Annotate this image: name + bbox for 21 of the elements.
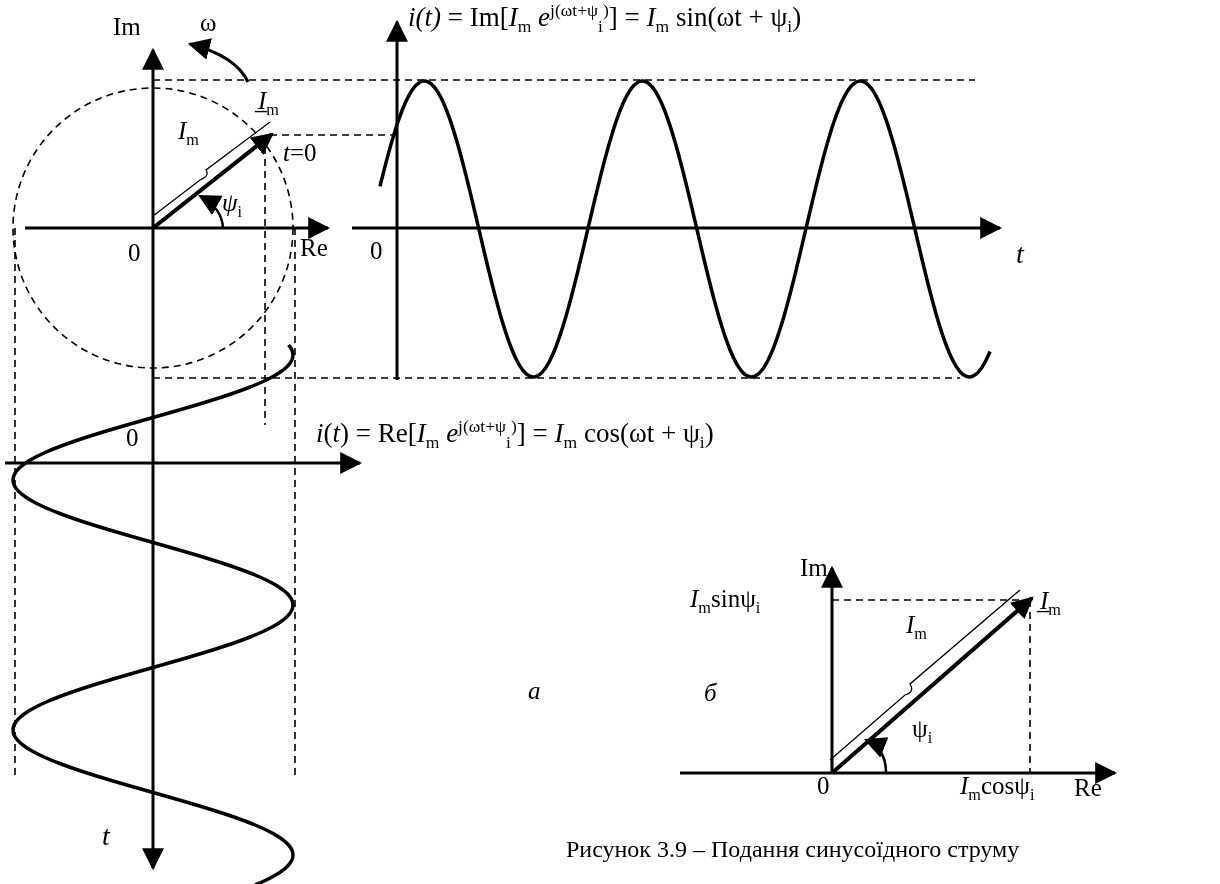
- axis-label: б: [704, 680, 717, 705]
- axis-label: Re: [300, 235, 328, 260]
- axis-label: t=0: [283, 140, 317, 165]
- axis-label: I$_{m}$: [178, 118, 199, 149]
- axis-label: Im: [800, 555, 828, 580]
- axis-label: I$_{m}$cosψ$_{i}$: [960, 773, 1035, 804]
- axis-label: 0: [128, 240, 141, 265]
- axis-label: Re: [1074, 775, 1102, 800]
- axis-label: t: [1016, 240, 1024, 268]
- axis-label: а: [528, 678, 541, 703]
- axis-label: ψ$_{i}$: [912, 716, 933, 747]
- axis-label: I$_{m}$sinψ$_{i}$: [690, 586, 761, 617]
- axis-label: t: [102, 822, 110, 850]
- axis-label: 0: [370, 238, 383, 263]
- axis-label: ψ$_{i}$: [222, 190, 243, 221]
- axis-label: ω: [200, 10, 217, 35]
- axis-label: 0: [126, 425, 139, 450]
- axis-label: 0: [817, 773, 830, 798]
- axis-label: Im: [113, 14, 141, 39]
- caption: Рисунок 3.9 – Подання синусоїдного струму: [566, 836, 1020, 863]
- axis-label: I$_{m}$: [906, 612, 927, 643]
